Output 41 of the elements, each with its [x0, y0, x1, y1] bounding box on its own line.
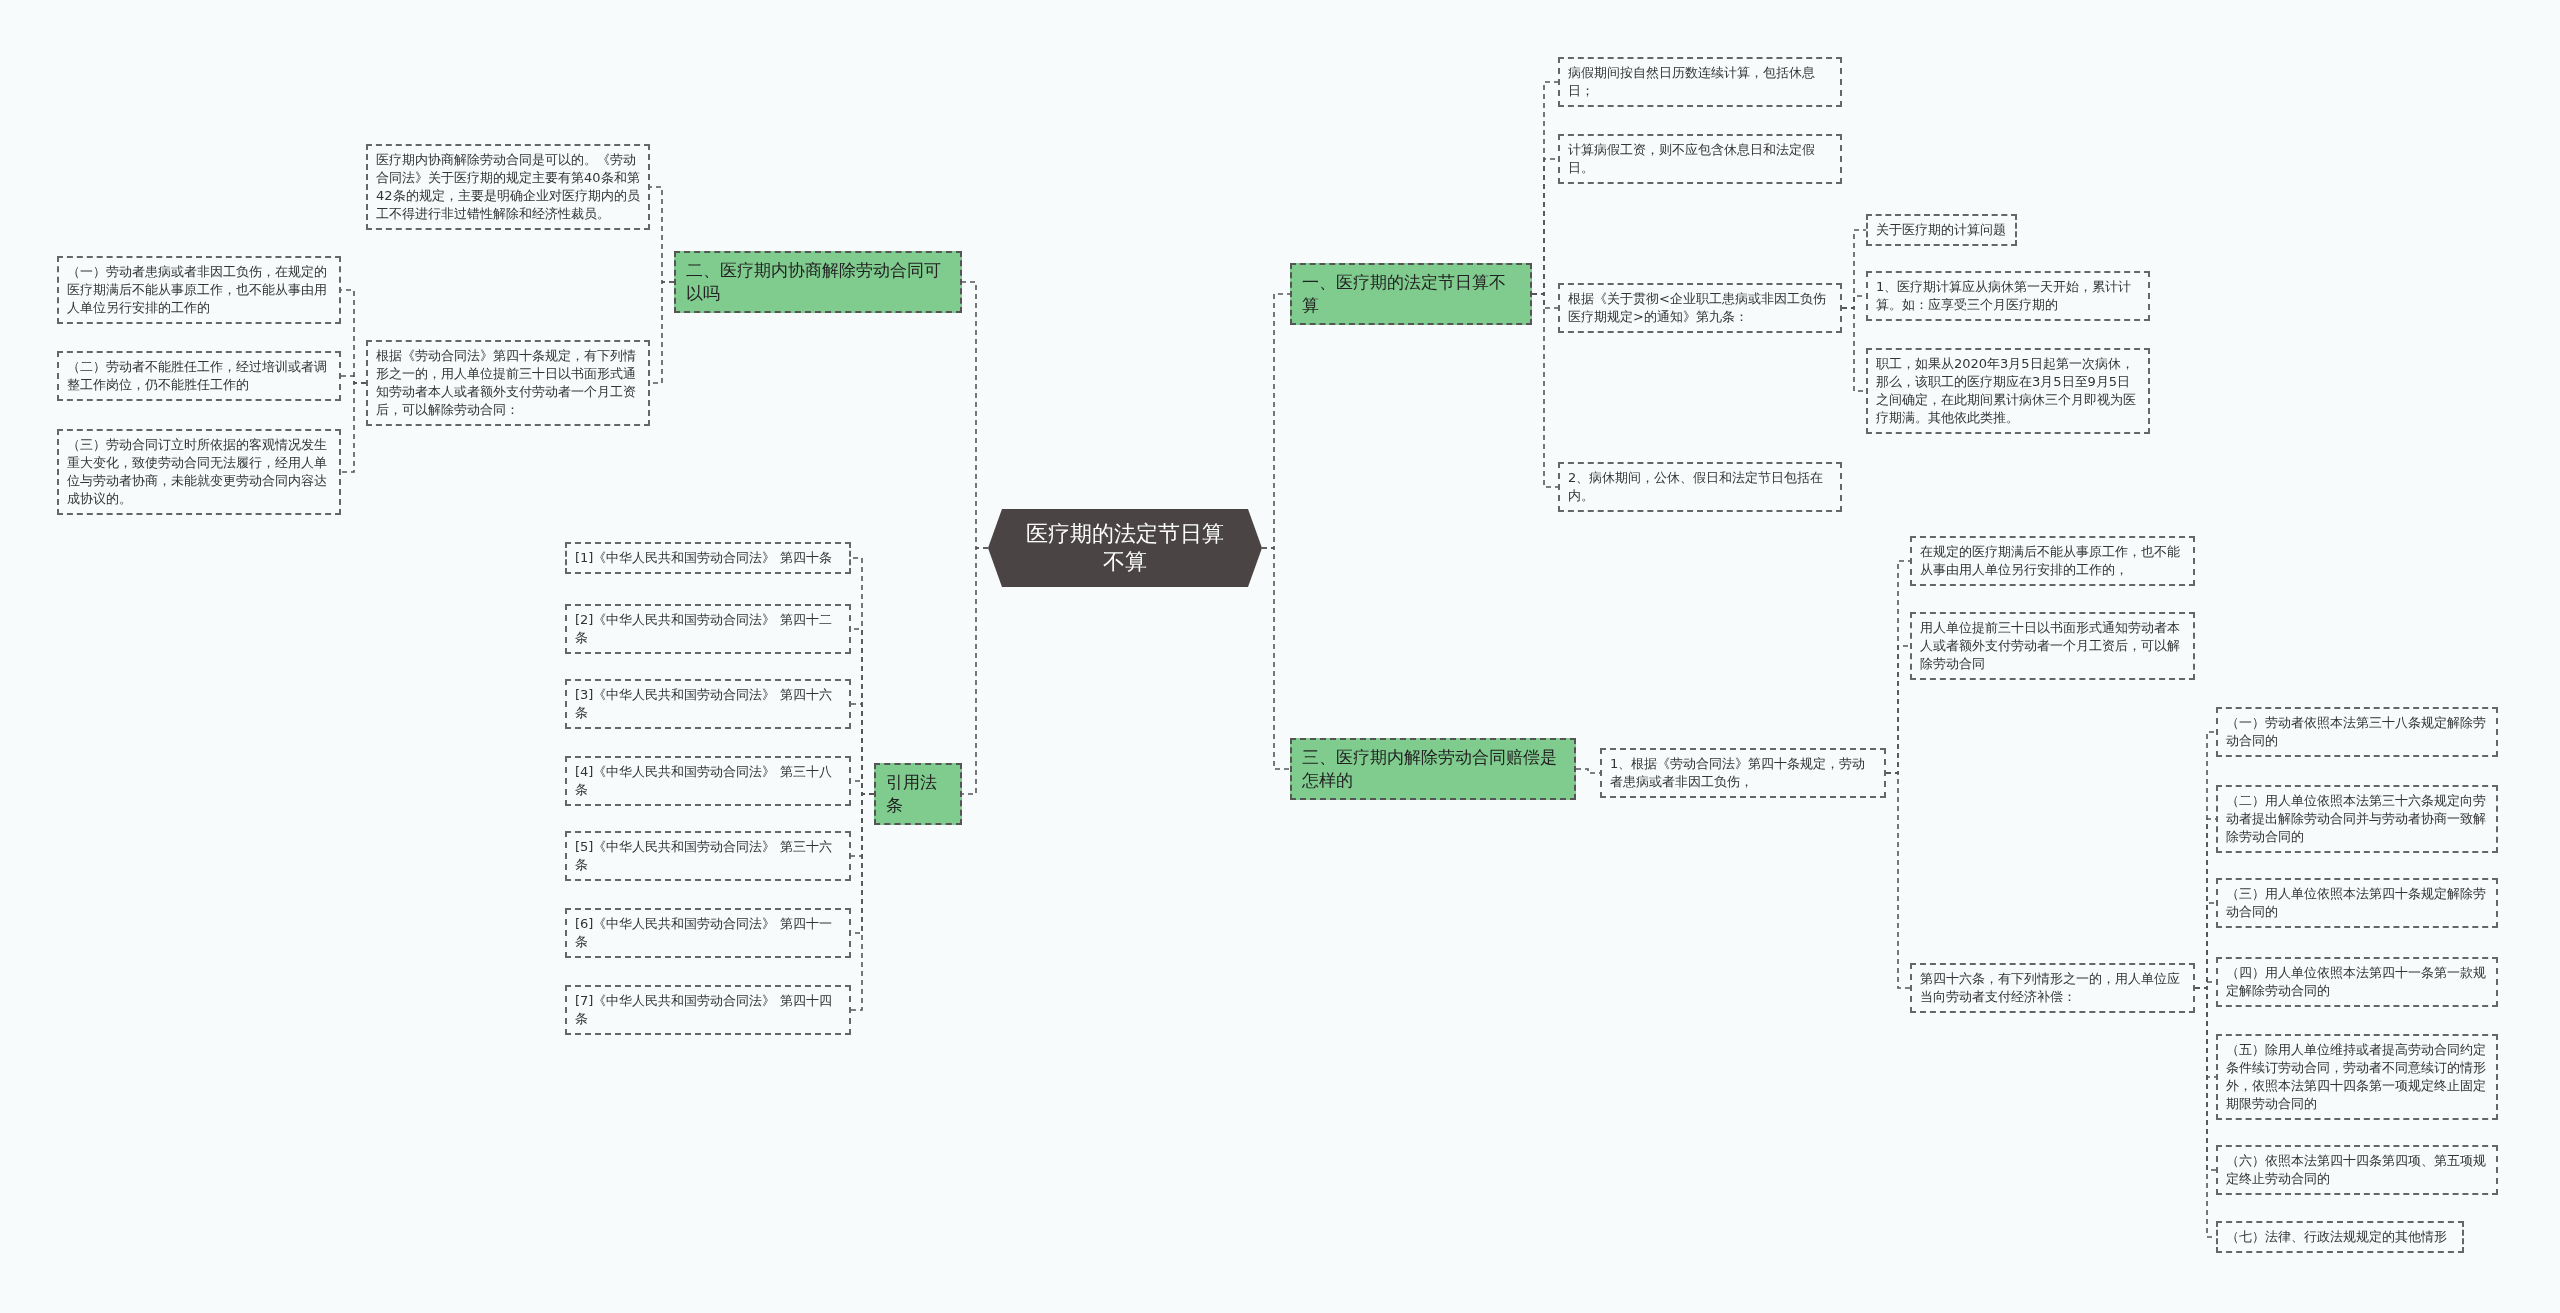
connector-line	[961, 547, 989, 795]
connector-line	[340, 382, 367, 473]
note-box: （七）法律、行政法规规定的其他情形	[2216, 1221, 2464, 1253]
note-box: 用人单位提前三十日以书面形式通知劳动者本人或者额外支付劳动者一个月工资后，可以解除劳动合同	[1910, 612, 2195, 680]
branch-topic: 三、医疗期内解除劳动合同赔偿是怎样的	[1290, 738, 1576, 800]
note-box: 计算病假工资，则不应包含休息日和法定假日。	[1558, 134, 1842, 184]
note-box: 职工，如果从2020年3月5日起第一次病休，那么，该职工的医疗期应在3月5日至9月5日之间确定，在此期间累计病休三个月即视为医疗期满。其他依此类推。	[1866, 348, 2150, 434]
note-box: [3]《中华人民共和国劳动合同法》 第四十六条	[565, 679, 851, 729]
note-box: [4]《中华人民共和国劳动合同法》 第三十八条	[565, 756, 851, 806]
note-box: 病假期间按自然日历数连续计算，包括休息日；	[1558, 57, 1842, 107]
note-box: 1、根据《劳动合同法》第四十条规定，劳动者患病或者非因工负伤，	[1600, 748, 1886, 798]
note-box: [6]《中华人民共和国劳动合同法》 第四十一条	[565, 908, 851, 958]
branch-topic: 引用法条	[874, 763, 962, 825]
note-box: （二）劳动者不能胜任工作，经过培训或者调整工作岗位，仍不能胜任工作的	[57, 351, 341, 401]
note-box: 根据《关于贯彻<企业职工患病或非因工负伤医疗期规定>的通知》第九条：	[1558, 283, 1842, 333]
note-box: 关于医疗期的计算问题	[1866, 214, 2017, 246]
connector-line	[1885, 772, 1911, 989]
connector-line	[850, 793, 875, 1011]
note-box: （三）劳动合同订立时所依据的客观情况发生重大变化，致使劳动合同无法履行，经用人单位与劳动者协商，未能就变更劳动合同内容达成协议的。	[57, 429, 341, 515]
branch-topic: 一、医疗期的法定节日算不算	[1290, 263, 1532, 325]
note-box: 第四十六条，有下列情形之一的，用人单位应当向劳动者支付经济补偿：	[1910, 963, 2195, 1013]
note-box: 1、医疗期计算应从病休第一天开始，累计计算。如：应享受三个月医疗期的	[1866, 271, 2150, 321]
central-topic: 医疗期的法定节日算不算	[988, 509, 1262, 587]
branch-topic: 二、医疗期内协商解除劳动合同可以吗	[674, 251, 962, 313]
note-box: 在规定的医疗期满后不能从事原工作，也不能从事由用人单位另行安排的工作的，	[1910, 536, 2195, 586]
note-box: （六）依照本法第四十四条第四项、第五项规定终止劳动合同的	[2216, 1145, 2498, 1195]
note-box: （一）劳动者患病或者非因工负伤，在规定的医疗期满后不能从事原工作，也不能从事由用人单位另行安排的工作的	[57, 256, 341, 324]
note-box: 根据《劳动合同法》第四十条规定，有下列情形之一的，用人单位提前三十日以书面形式通知劳动者本人或者额外支付劳动者一个月工资后，可以解除劳动合同：	[366, 340, 650, 426]
note-box: （四）用人单位依照本法第四十一条第一款规定解除劳动合同的	[2216, 957, 2498, 1007]
note-box: （一）劳动者依照本法第三十八条规定解除劳动合同的	[2216, 707, 2498, 757]
note-box: 医疗期内协商解除劳动合同是可以的。《劳动合同法》关于医疗期的规定主要有第40条和第42条的规定，主要是明确企业对医疗期内的员工不得进行非过错性解除和经济性裁员。	[366, 144, 650, 230]
note-box: [2]《中华人民共和国劳动合同法》 第四十二条	[565, 604, 851, 654]
note-box: 2、病休期间，公休、假日和法定节日包括在内。	[1558, 462, 1842, 512]
note-box: [5]《中华人民共和国劳动合同法》 第三十六条	[565, 831, 851, 881]
connector-line	[1531, 293, 1559, 488]
note-box: （五）除用人单位维持或者提高劳动合同约定条件续订劳动合同，劳动者不同意续订的情形外，依照本法第四十四条第一项规定终止固定期限劳动合同的	[2216, 1034, 2498, 1120]
note-box: （三）用人单位依照本法第四十条规定解除劳动合同的	[2216, 878, 2498, 928]
note-box: [1]《中华人民共和国劳动合同法》 第四十条	[565, 542, 851, 574]
note-box: [7]《中华人民共和国劳动合同法》 第四十四条	[565, 985, 851, 1035]
note-box: （二）用人单位依照本法第三十六条规定向劳动者提出解除劳动合同并与劳动者协商一致解除劳动合同的	[2216, 785, 2498, 853]
connector-line	[1261, 547, 1291, 770]
